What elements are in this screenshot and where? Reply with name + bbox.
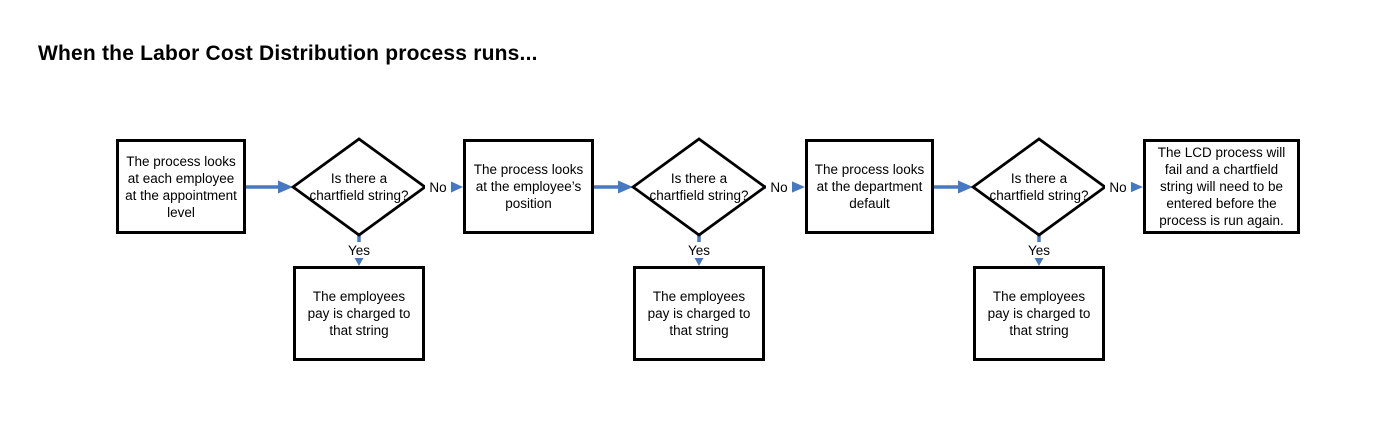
edge-label-no-2: No bbox=[766, 179, 792, 195]
process-box-lcd-fail: The LCD process will fail and a chartfie… bbox=[1143, 139, 1300, 234]
decision-diamond-3-label: Is there a chartfield string? bbox=[989, 151, 1089, 223]
outcome-box-1-text: The employees pay is charged to that str… bbox=[307, 289, 411, 338]
outcome-box-1: The employees pay is charged to that str… bbox=[293, 266, 425, 361]
process-box-appointment: The process looks at each employee at th… bbox=[116, 139, 246, 234]
arrowhead-decision3 bbox=[958, 180, 973, 194]
arrowhead-step3 bbox=[790, 180, 805, 194]
arrowhead-decision2 bbox=[618, 180, 633, 194]
outcome-box-3-text: The employees pay is charged to that str… bbox=[987, 289, 1091, 338]
arrowhead-step2 bbox=[449, 180, 463, 194]
decision-diamond-2-shape bbox=[630, 137, 768, 237]
process-box-department: The process looks at the department defa… bbox=[805, 139, 934, 234]
decision-diamond-3-text: Is there a chartfield string? bbox=[989, 171, 1089, 203]
decision-diamond-1-text: Is there a chartfield string? bbox=[309, 171, 409, 203]
arrowhead-outcome3 bbox=[1034, 257, 1044, 266]
process-box-lcd-fail-text: The LCD process will fail and a chartfie… bbox=[1157, 145, 1286, 228]
edge-label-yes-1: Yes bbox=[344, 242, 374, 258]
process-box-appointment-text: The process looks at each employee at th… bbox=[125, 153, 237, 220]
outcome-box-2: The employees pay is charged to that str… bbox=[633, 266, 765, 361]
arrowhead-outcome1 bbox=[354, 257, 364, 266]
arrowhead-step-fail bbox=[1128, 180, 1143, 194]
arrowhead-decision1 bbox=[278, 180, 293, 194]
edge-label-no-1: No bbox=[425, 179, 451, 195]
edge-label-no-3: No bbox=[1105, 179, 1131, 195]
decision-diamond-2-text: Is there a chartfield string? bbox=[649, 171, 749, 203]
process-box-position-text: The process looks at the employee’s posi… bbox=[473, 162, 584, 211]
decision-diamond-1-label: Is there a chartfield string? bbox=[309, 151, 409, 223]
edge-label-yes-2: Yes bbox=[684, 242, 714, 258]
outcome-box-2-text: The employees pay is charged to that str… bbox=[647, 289, 751, 338]
arrowhead-outcome2 bbox=[694, 257, 704, 266]
process-box-department-text: The process looks at the department defa… bbox=[814, 162, 925, 211]
page-title: When the Labor Cost Distribution process… bbox=[38, 42, 538, 65]
decision-diamond-2-label: Is there a chartfield string? bbox=[649, 151, 749, 223]
outcome-box-3: The employees pay is charged to that str… bbox=[973, 266, 1105, 361]
edge-label-yes-3: Yes bbox=[1024, 242, 1054, 258]
process-box-position: The process looks at the employee’s posi… bbox=[463, 139, 594, 234]
